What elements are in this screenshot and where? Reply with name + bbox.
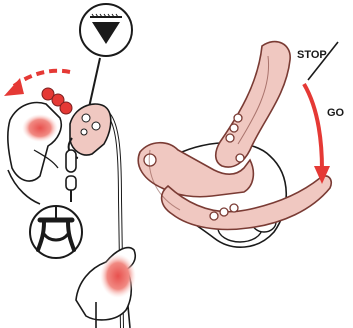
- left-illustration: [4, 4, 136, 328]
- upper-hand: [8, 88, 72, 204]
- finger-3: [60, 102, 72, 114]
- stop-go-indicator: STOP GO: [297, 42, 345, 184]
- lower-hand: [76, 248, 136, 328]
- large-belay-device: [138, 42, 331, 248]
- stop-line: [308, 42, 338, 80]
- carabiner-chain: [66, 150, 76, 202]
- harness-icon: [30, 206, 82, 258]
- downward-triangle-icon: [80, 4, 132, 56]
- go-arrow-icon: [304, 84, 322, 170]
- pull-arrow-icon: [4, 71, 70, 96]
- small-belay-device: [69, 104, 111, 158]
- stop-label: STOP: [297, 49, 327, 61]
- go-label: GO: [327, 107, 345, 119]
